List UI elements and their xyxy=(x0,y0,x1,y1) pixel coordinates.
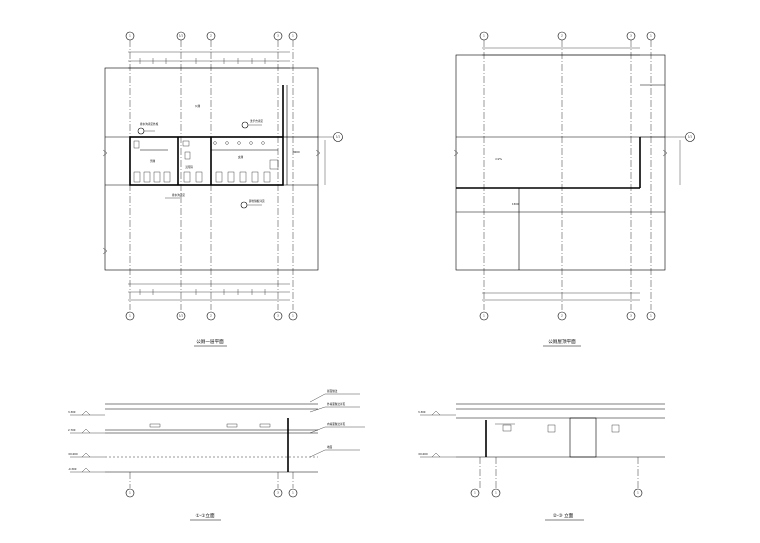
level-label: -0.300 xyxy=(68,467,77,471)
elevation-title: ②-③ 立面 xyxy=(553,512,574,519)
grid-label: 1/1 xyxy=(688,135,693,139)
room-label: 女厕 xyxy=(238,155,244,159)
level-label: 3.300 xyxy=(418,410,426,414)
plan-title: 公厕一层平面 xyxy=(196,339,224,345)
plan-top-grid-bubbles: 1 1/1 2 3 1 xyxy=(125,31,298,41)
grid-label: 1 xyxy=(292,34,294,38)
section-leaders: 屋面做法 外墙面做法详见 内墙面做法详见 地面 xyxy=(309,389,365,458)
grid-label: 1 xyxy=(637,491,639,495)
level-label: ±0.000 xyxy=(68,452,78,456)
grid-label: 1 xyxy=(650,34,652,38)
section-note: 地面 xyxy=(327,445,333,449)
plan-note: 洗手台详见 xyxy=(250,119,263,123)
grid-label: 1 xyxy=(292,314,294,318)
grid-label: 1/1 xyxy=(179,34,184,38)
grid-label: 2 xyxy=(210,314,212,318)
ground-floor-plan: 1 1/1 2 3 1 xyxy=(102,31,343,347)
slope-label: i=2% xyxy=(495,157,503,161)
level-label: 3.300 xyxy=(68,410,76,414)
level-label: 2.700 xyxy=(68,428,76,432)
plan-note: 排水沟详见 xyxy=(172,193,185,197)
room-label: 男厕 xyxy=(150,159,156,163)
level-markers: 3.300 2.700 ±0.000 -0.300 xyxy=(68,410,105,473)
grid-label: 2 xyxy=(561,314,563,318)
grid-label: 1 xyxy=(650,314,652,318)
grid-label: 1 xyxy=(483,34,485,38)
grid-label: 1/1 xyxy=(336,135,341,139)
grid-label: 1 xyxy=(129,314,131,318)
grid-label: 1 xyxy=(129,34,131,38)
dimension-text: 1500 xyxy=(512,202,519,206)
grid-label: 1 xyxy=(483,314,485,318)
grid-label: 3 xyxy=(630,34,632,38)
section-note: 内墙面做法详见 xyxy=(327,422,346,426)
grid-label: 3 xyxy=(277,34,279,38)
elevation-view: 3.300 ±0.000 1 1 1 ②-③ 立面 xyxy=(418,403,665,521)
toilet-stalls xyxy=(133,140,279,183)
grid-label: 1 xyxy=(474,491,476,495)
grid-label: 1 xyxy=(495,491,497,495)
section-view: 3.300 2.700 ±0.000 -0.300 屋面做法 外墙面做法详见 内… xyxy=(68,389,365,521)
grid-label: 2 xyxy=(561,34,563,38)
grid-label: 1 xyxy=(292,491,294,495)
plan-note: 蹲位隔板详见 xyxy=(249,199,265,203)
level-label: ±0.000 xyxy=(418,452,428,456)
room-label: 无障碍 xyxy=(185,165,193,169)
grid-label: 1 xyxy=(129,491,131,495)
grid-label: 1/1 xyxy=(179,314,184,318)
section-note: 外墙面做法详见 xyxy=(327,402,346,406)
section-note: 屋面做法 xyxy=(327,389,338,393)
dimension-text: 3000 xyxy=(293,150,300,154)
plan-bottom-grid-bubbles: 1 1/1 2 3 1 xyxy=(125,311,298,321)
section-title: ①-①立面 xyxy=(195,512,214,519)
roof-title: 公厕屋顶平面 xyxy=(548,339,576,345)
grid-label: 3 xyxy=(630,314,632,318)
room-label: 公厕 xyxy=(195,104,201,108)
plan-note: 排水沟详见外施 xyxy=(140,122,159,126)
grid-label: 3 xyxy=(277,314,279,318)
grid-label: 3 xyxy=(277,491,279,495)
roof-plan: 1 2 3 1 i=2% 1500 1/1 1 2 3 xyxy=(453,31,695,347)
grid-label: 2 xyxy=(210,34,212,38)
